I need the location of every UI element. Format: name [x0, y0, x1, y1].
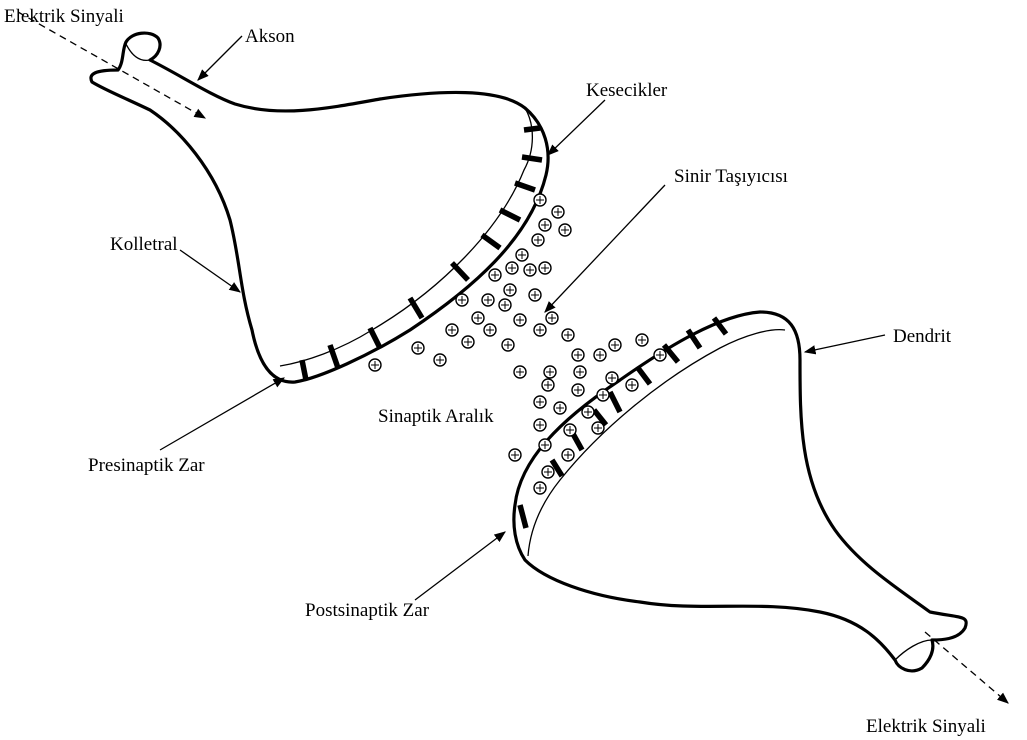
postsynaptic-pointer	[415, 532, 505, 600]
label-vesicles: Kesecikler	[586, 80, 668, 101]
presynaptic-pointer	[160, 378, 284, 450]
label-presynaptic: Presinaptik Zar	[88, 455, 205, 476]
collateral-pointer	[180, 250, 240, 292]
label-signal-out: Elektrik Sinyali	[866, 716, 986, 737]
label-postsynaptic: Postsinaptik Zar	[305, 600, 430, 621]
label-signal-in: Elektrik Sinyali	[4, 6, 124, 27]
dendrite-pointer	[805, 335, 885, 352]
axon-pointer	[198, 36, 242, 80]
label-neurotransmitter: Sinir Taşıyıcısı	[674, 166, 788, 187]
signal-out-path	[925, 632, 1008, 703]
label-axon: Akson	[245, 26, 295, 47]
signal-in-path	[18, 12, 205, 118]
presynaptic-terminal	[91, 33, 548, 382]
label-dendrite: Dendrit	[893, 326, 952, 347]
neurotransmitter-pointer	[545, 185, 665, 312]
vesicles-pointer	[548, 100, 605, 155]
presynaptic-outline	[91, 33, 548, 382]
label-collateral: Kolletral	[110, 234, 178, 255]
label-synaptic-gap: Sinaptik Aralık	[378, 406, 494, 427]
